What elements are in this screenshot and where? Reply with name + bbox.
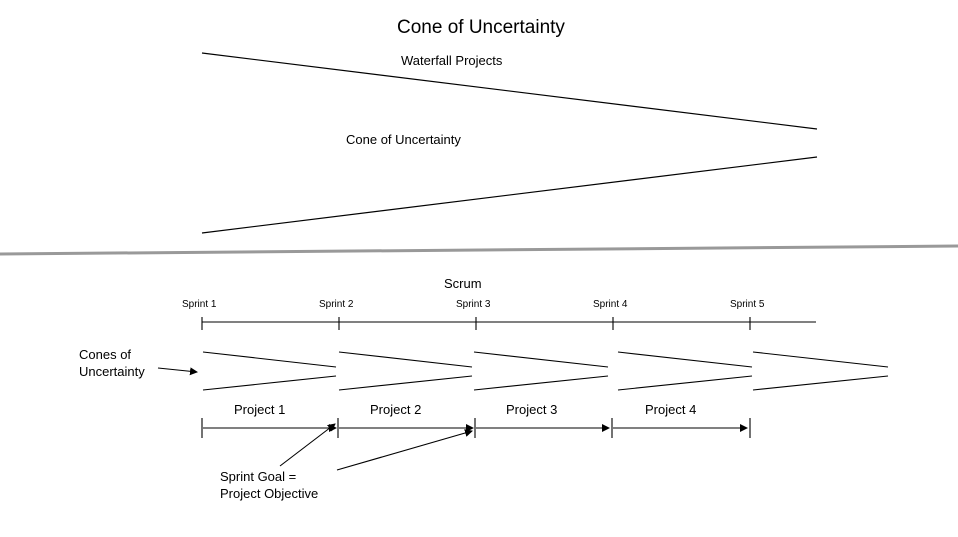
cones-label-line-1: Cones of xyxy=(79,347,132,362)
cone-3-top xyxy=(473,351,609,368)
scrum-label: Scrum xyxy=(444,276,482,291)
project-1-label: Project 1 xyxy=(234,402,286,417)
cone-3-bottom xyxy=(473,375,609,391)
cone-4-bottom xyxy=(617,375,753,391)
sprint-goal-line-2: Project Objective xyxy=(220,486,319,501)
cone-2-top xyxy=(338,351,473,368)
project-2-label: Project 2 xyxy=(370,402,422,417)
cone-4-top xyxy=(617,351,753,368)
cone-5-bottom xyxy=(752,375,889,391)
project-3-label: Project 3 xyxy=(506,402,558,417)
cones-label-arrow xyxy=(157,367,198,376)
sprint-goal-label: Sprint Goal = Project Objective xyxy=(220,468,318,502)
sprint-3-label: Sprint 3 xyxy=(456,299,491,310)
cones-label-line-2: Uncertainty xyxy=(79,364,145,379)
cone-1-bottom xyxy=(202,375,337,391)
sprint-4-label: Sprint 4 xyxy=(593,299,628,310)
waterfall-cone-bottom-line xyxy=(201,156,818,234)
cones-of-uncertainty-label: Cones of Uncertainty xyxy=(79,346,145,380)
sprint-2-label: Sprint 2 xyxy=(319,299,354,310)
cone-1-top xyxy=(202,351,337,368)
section-divider xyxy=(0,244,958,256)
sprint-1-label: Sprint 1 xyxy=(182,299,217,310)
waterfall-projects-label: Waterfall Projects xyxy=(401,53,503,68)
sprint-goal-line-1: Sprint Goal = xyxy=(220,469,297,484)
diagram-title: Cone of Uncertainty xyxy=(397,17,565,38)
waterfall-cone-label: Cone of Uncertainty xyxy=(346,132,461,147)
project-4-label: Project 4 xyxy=(645,402,697,417)
sprint-goal-arrow-1 xyxy=(279,423,336,467)
cone-5-top xyxy=(752,351,889,368)
sprint-goal-arrow-2 xyxy=(336,429,473,471)
sprint-5-label: Sprint 5 xyxy=(730,299,765,310)
cone-2-bottom xyxy=(338,375,473,391)
waterfall-cone-top-line xyxy=(201,52,818,130)
